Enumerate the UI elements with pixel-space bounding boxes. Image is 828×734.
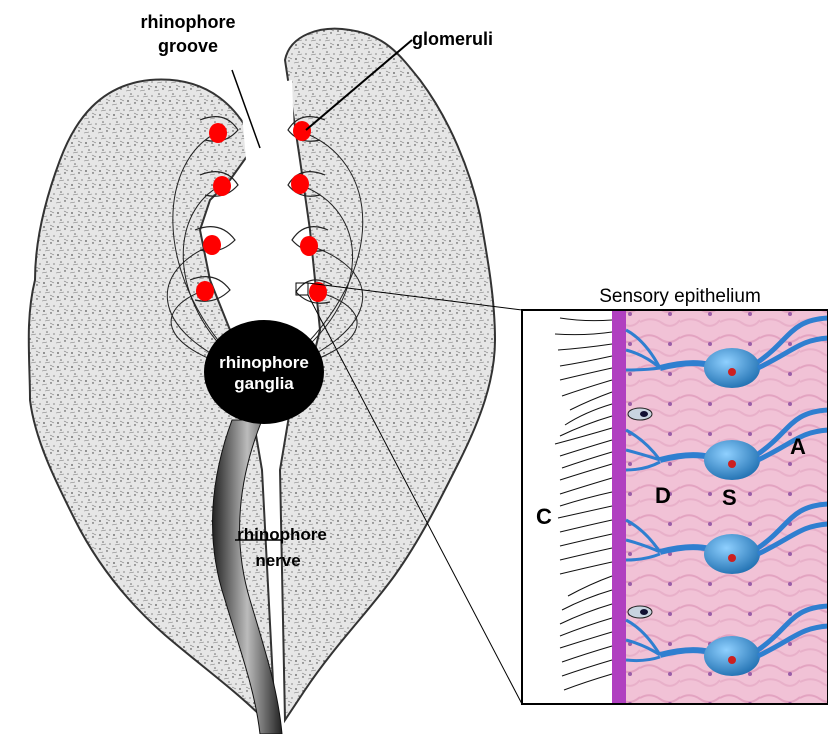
- ciliated-cell-nucleus: [640, 609, 648, 615]
- label-d: D: [655, 483, 671, 508]
- label-s: S: [722, 485, 737, 510]
- ganglia-label-line-1: rhinophore: [219, 353, 309, 372]
- glomerulus: [196, 281, 214, 301]
- glomerulus: [300, 236, 318, 256]
- ciliated-cell-nucleus: [640, 411, 648, 417]
- ganglia-label-line-2: ganglia: [234, 374, 294, 393]
- glomerulus: [293, 121, 311, 141]
- glomerulus: [213, 176, 231, 196]
- rhinophore-groove-channel: [240, 80, 300, 300]
- neuron-nucleus: [728, 554, 736, 562]
- glomeruli-label: glomeruli: [412, 29, 493, 49]
- glomerulus: [291, 174, 309, 194]
- neuron-nucleus: [728, 656, 736, 664]
- label-a: A: [790, 434, 806, 459]
- groove-label-line-1: rhinophore: [141, 12, 236, 32]
- label-c: C: [536, 504, 552, 529]
- inset-title: Sensory epithelium: [599, 286, 761, 307]
- nerve-label-line-2: nerve: [255, 551, 300, 570]
- groove-label-line-2: groove: [158, 36, 218, 56]
- neuron-nucleus: [728, 460, 736, 468]
- neuron-nucleus: [728, 368, 736, 376]
- glomerulus: [203, 235, 221, 255]
- glomerulus: [209, 123, 227, 143]
- rhinophore-ganglia: [204, 320, 324, 424]
- cuticle-layer: [612, 310, 626, 704]
- sensory-epithelium-inset: [522, 310, 828, 704]
- nerve-label-line-1: rhinophore: [237, 525, 327, 544]
